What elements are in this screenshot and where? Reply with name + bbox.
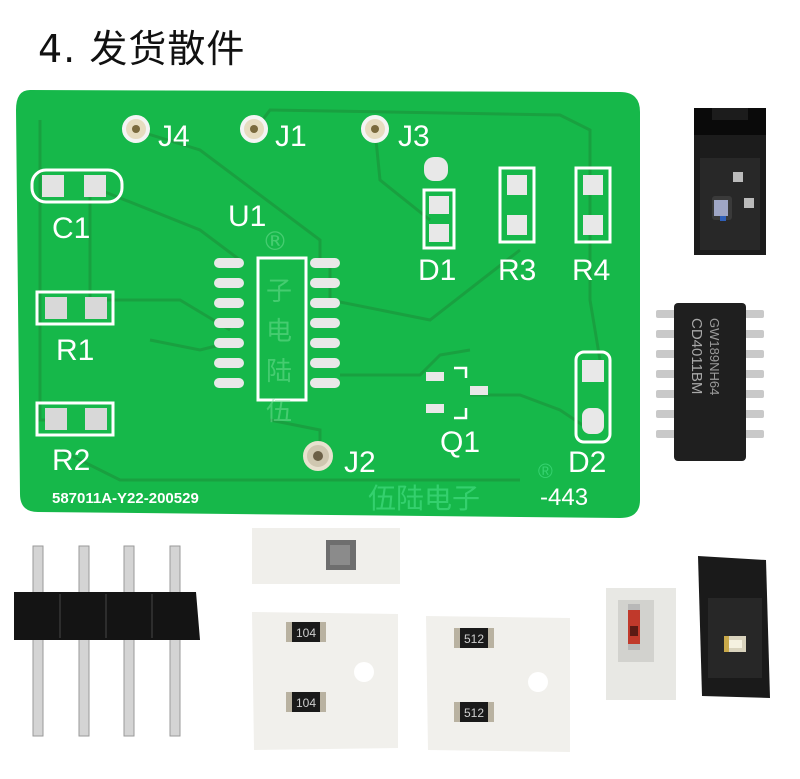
d1-footprint [422,157,456,250]
pad-j3 [361,115,389,143]
resistor-104-marking-top: 104 [296,626,316,640]
watermark-mark: ® [538,461,553,483]
pcb-board: J4 J1 J3 J2 C1 U1 D1 R3 R4 R1 R2 Q1 D2 5… [16,90,640,518]
silk-r3: R3 [498,254,536,287]
ic-marking-line2: CD4011BM [688,318,705,394]
watermark-brand: 伍陆电子 [368,482,480,515]
resistor-104-marking-bottom: 104 [296,696,316,710]
silk-c1: C1 [52,212,90,245]
watermark-vertical-1: ® [262,227,288,257]
r3-footprint [498,166,536,244]
pad-j4 [122,115,150,143]
pad-j2 [303,441,333,471]
watermark-vertical-4: 陆 [266,357,292,387]
resistor-strip-512: 512 512 [426,616,570,752]
watermark-vertical-3: 电 [266,317,292,347]
pin-header-4 [14,545,200,737]
page-title: 4. 发货散件 [38,27,246,71]
led-in-tape [698,556,770,698]
silk-r4: R4 [572,254,610,287]
ic-marking-line1: GW189NH64 [707,318,722,395]
soic-14-chip: GW189NH64 CD4011BM [656,303,764,461]
q1-footprint [426,366,488,420]
silk-j2: J2 [344,446,376,479]
sot23-paper-strip [252,528,400,584]
r4-footprint [574,166,612,244]
resistor-strip-104: 104 104 [252,612,398,750]
r1-footprint [35,290,115,326]
silk-r2: R2 [52,444,90,477]
d2-footprint [574,350,612,444]
silk-j1: J1 [275,120,307,153]
pad-j1 [240,115,268,143]
watermark-vertical-5: 伍 [266,397,292,427]
resistor-512-marking-top: 512 [464,632,484,646]
silk-j3: J3 [398,120,430,153]
resistor-512-marking-bottom: 512 [464,706,484,720]
watermark-vertical-2: 子 [266,277,292,307]
silk-j4: J4 [158,120,190,153]
silk-q1: Q1 [440,426,480,459]
silk-d2: D2 [568,446,606,479]
diode-in-tape [606,588,676,700]
r2-footprint [35,401,115,437]
silk-d1: D1 [418,254,456,287]
silk-u1: U1 [228,200,266,233]
sot23-in-tape [694,108,766,255]
u1-footprint [214,256,340,402]
silk-suffix: -443 [540,484,588,511]
silk-part-number: 587011A-Y22-200529 [52,490,199,507]
c1-footprint [30,168,124,204]
silk-r1: R1 [56,334,94,367]
